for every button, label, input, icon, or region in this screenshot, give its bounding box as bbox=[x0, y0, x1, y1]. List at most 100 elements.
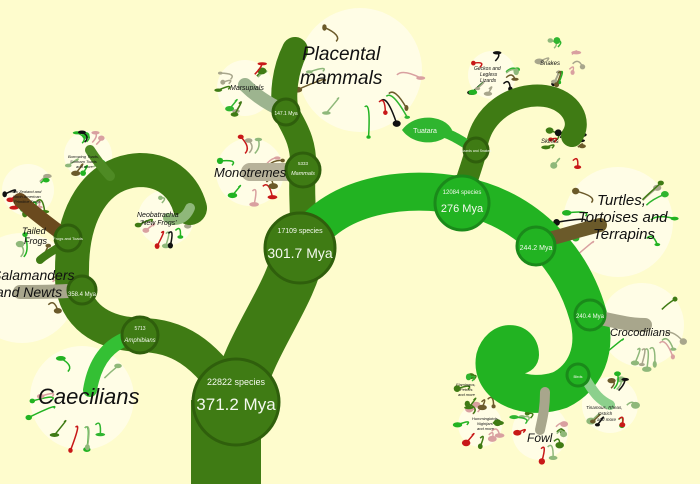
leaf-icon[interactable] bbox=[538, 458, 546, 465]
leaf-icon[interactable] bbox=[267, 195, 278, 200]
leaf-icon[interactable] bbox=[216, 157, 224, 165]
leaf-icon[interactable] bbox=[225, 105, 235, 112]
leaf-icon[interactable] bbox=[545, 127, 554, 134]
leaf-icon[interactable] bbox=[571, 50, 582, 55]
leaf-icon[interactable] bbox=[657, 180, 664, 186]
leaf-icon[interactable] bbox=[273, 156, 281, 160]
leaf-icon[interactable] bbox=[416, 76, 426, 80]
neobatrachia-label-1[interactable]: Neobatrachia bbox=[137, 212, 179, 219]
leaf-icon[interactable] bbox=[547, 38, 554, 43]
leaf-icon[interactable] bbox=[607, 377, 616, 384]
leaf-icon[interactable] bbox=[511, 77, 519, 81]
leaf-icon[interactable] bbox=[71, 170, 81, 176]
mammal-branch[interactable] bbox=[271, 37, 317, 261]
leaf-icon[interactable] bbox=[461, 439, 471, 447]
leaf-icon[interactable] bbox=[672, 296, 678, 302]
leaf-icon[interactable] bbox=[280, 158, 285, 163]
amniote-node[interactable] bbox=[263, 211, 337, 285]
leaf-icon[interactable] bbox=[254, 137, 263, 142]
leaf-icon[interactable] bbox=[177, 235, 184, 239]
theria-node[interactable] bbox=[271, 97, 301, 127]
leaf-icon[interactable] bbox=[464, 406, 474, 410]
leaf-icon[interactable] bbox=[68, 447, 73, 453]
leaf-icon[interactable] bbox=[579, 64, 586, 70]
leaf-icon[interactable] bbox=[220, 79, 226, 85]
leaf-icon[interactable] bbox=[158, 195, 163, 200]
leaf-icon[interactable] bbox=[534, 58, 545, 65]
leaf-icon[interactable] bbox=[492, 51, 502, 55]
tinamous-label-1[interactable]: Tinamous, Rheas, bbox=[586, 405, 622, 410]
lepidosaur-node[interactable] bbox=[462, 136, 490, 164]
primitive-frogs-label-1[interactable]: New Zealand and bbox=[10, 189, 42, 194]
burrowing-label-1[interactable]: Burrowing Toads, bbox=[68, 154, 99, 159]
leaf-icon[interactable] bbox=[562, 210, 572, 216]
fowl-label[interactable]: Fowl bbox=[527, 431, 553, 445]
leaf-icon[interactable] bbox=[268, 183, 278, 190]
placental-label-1[interactable]: Placental bbox=[302, 44, 381, 65]
leaf-icon[interactable] bbox=[465, 373, 472, 381]
leaf-icon[interactable] bbox=[495, 420, 504, 426]
leaf-icon[interactable] bbox=[631, 401, 640, 409]
amphibian-node[interactable] bbox=[120, 315, 160, 355]
leaf-icon[interactable] bbox=[513, 429, 522, 436]
leaf-icon[interactable] bbox=[98, 135, 105, 141]
burrowing-branch[interactable] bbox=[85, 145, 115, 181]
leaf-icon[interactable] bbox=[555, 441, 564, 449]
leaf-icon[interactable] bbox=[471, 60, 476, 66]
leaf-icon[interactable] bbox=[64, 163, 72, 168]
leaf-icon[interactable] bbox=[670, 216, 679, 221]
tuatara-leaf[interactable] bbox=[402, 117, 452, 143]
leaf-icon[interactable] bbox=[560, 421, 569, 427]
leaf-icon[interactable] bbox=[95, 432, 106, 437]
leaf-icon[interactable] bbox=[578, 144, 586, 149]
leaf-icon[interactable] bbox=[660, 191, 669, 198]
leaf-icon[interactable] bbox=[114, 363, 122, 369]
leaf-icon[interactable] bbox=[572, 187, 580, 195]
sauropsid-node[interactable] bbox=[433, 174, 491, 232]
leaf-icon[interactable] bbox=[653, 184, 662, 191]
leaf-icon[interactable] bbox=[161, 243, 170, 249]
leaf-icon[interactable] bbox=[49, 433, 60, 438]
leaf-icon[interactable] bbox=[321, 111, 331, 115]
leaf-icon[interactable] bbox=[43, 173, 52, 179]
leaf-icon[interactable] bbox=[550, 162, 558, 169]
leaf-icon[interactable] bbox=[554, 129, 562, 137]
hummingbirds-label-1[interactable]: Hummingbirds, bbox=[472, 416, 499, 421]
leaf-icon[interactable] bbox=[554, 82, 560, 88]
leaf-icon[interactable] bbox=[154, 243, 160, 249]
leaf-icon[interactable] bbox=[621, 377, 629, 382]
leaf-icon[interactable] bbox=[670, 354, 675, 360]
leaf-icon[interactable] bbox=[36, 394, 45, 399]
leaf-icon[interactable] bbox=[2, 191, 7, 198]
leaf-icon[interactable] bbox=[541, 145, 551, 150]
frogs-node[interactable] bbox=[53, 223, 83, 253]
leaf-icon[interactable] bbox=[84, 444, 90, 451]
leaf-icon[interactable] bbox=[477, 404, 487, 411]
leaf-icon[interactable] bbox=[509, 415, 519, 420]
leaf-icon[interactable] bbox=[494, 433, 505, 438]
leaf-icon[interactable] bbox=[477, 443, 483, 450]
monotremes-label[interactable]: Monotremes bbox=[214, 165, 287, 180]
leaf-icon[interactable] bbox=[513, 68, 519, 76]
leaf-icon[interactable] bbox=[42, 177, 50, 183]
batrachia-node[interactable] bbox=[66, 274, 98, 306]
leaf-icon[interactable] bbox=[142, 227, 150, 233]
leaf-icon[interactable] bbox=[29, 398, 36, 404]
flamingos-label-1[interactable]: Flamingos, bbox=[456, 382, 476, 387]
leaf-icon[interactable] bbox=[652, 360, 657, 368]
leaf-icon[interactable] bbox=[679, 338, 687, 345]
leaf-icon[interactable] bbox=[244, 138, 253, 143]
leaf-icon[interactable] bbox=[642, 366, 652, 372]
leaf-icon[interactable] bbox=[227, 192, 238, 199]
snakes-label[interactable]: Snakes bbox=[540, 61, 560, 67]
fowl-branch[interactable] bbox=[535, 387, 550, 435]
leaf-icon[interactable] bbox=[45, 243, 52, 248]
mammals-node[interactable] bbox=[284, 151, 322, 189]
leaf-icon[interactable] bbox=[614, 371, 621, 377]
leaf-icon[interactable] bbox=[491, 404, 496, 409]
leaf-icon[interactable] bbox=[366, 135, 371, 139]
leaf-icon[interactable] bbox=[249, 202, 259, 207]
leaf-icon[interactable] bbox=[574, 165, 582, 169]
turtles-label-1[interactable]: Turtles, bbox=[597, 192, 646, 209]
